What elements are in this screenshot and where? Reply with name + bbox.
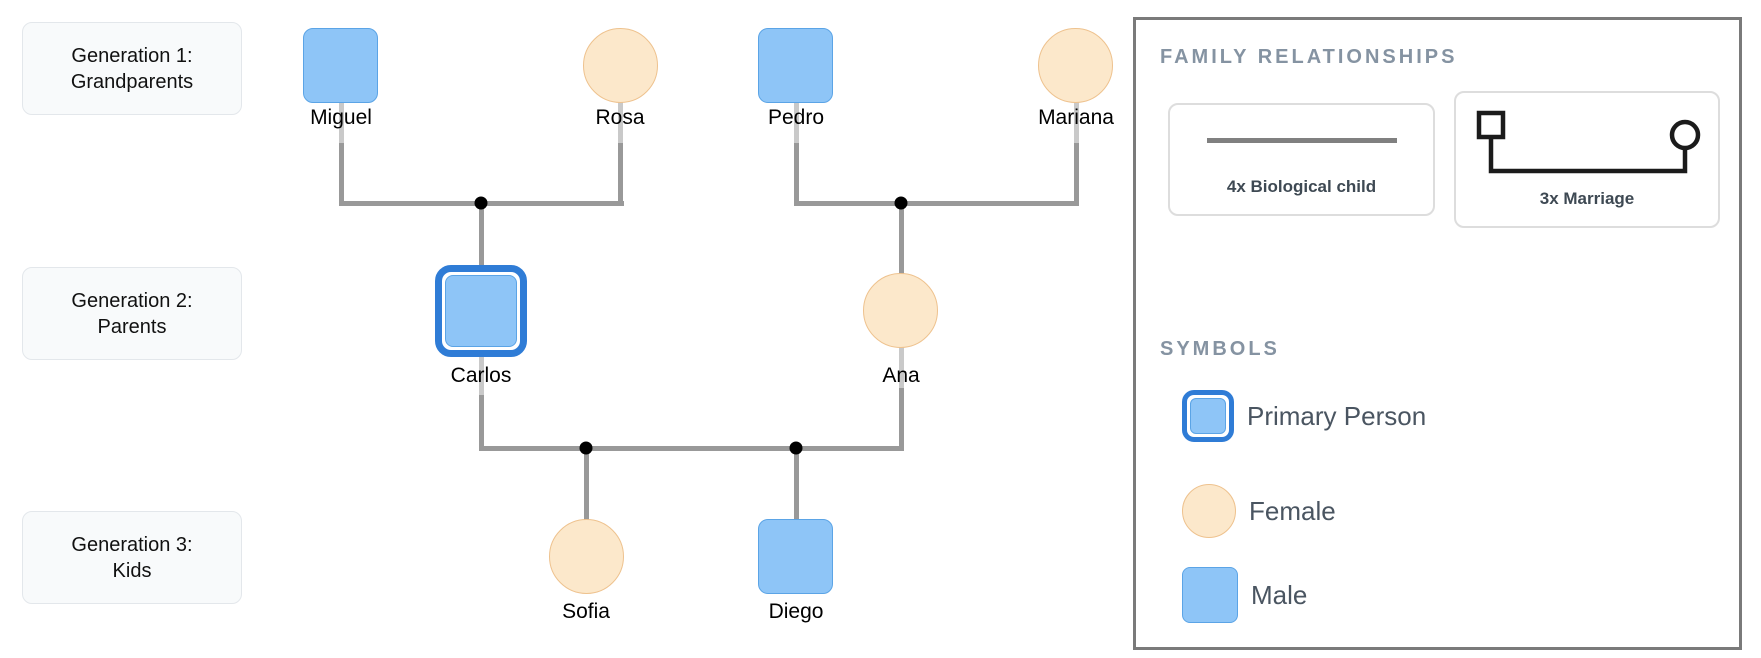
edge-ana-to-bar [898, 388, 904, 450]
person-node-mariana[interactable] [1038, 28, 1113, 103]
generation-1-line2: Grandparents [70, 70, 194, 93]
generation-3-line1: Generation 3: [71, 533, 193, 556]
person-name-diego: Diego [768, 600, 824, 623]
person-name-mariana: Mariana [1038, 106, 1114, 129]
edge-stub-carlos [478, 355, 484, 395]
edge-child-ana [898, 200, 904, 276]
person-node-sofia[interactable] [549, 519, 624, 594]
primary-person-icon-inner [1190, 398, 1226, 434]
legend-row-primary-person: Primary Person [1182, 390, 1426, 442]
generation-2-line1: Generation 2: [71, 289, 193, 312]
person-name-rosa: Rosa [595, 106, 645, 129]
edge-pedro-to-bar [793, 143, 799, 205]
generation-3-label-box: Generation 3: Kids [22, 511, 242, 604]
edge-carlos-to-bar [478, 395, 484, 450]
person-name-carlos: Carlos [450, 364, 512, 387]
person-name-pedro: Pedro [767, 106, 825, 129]
edge-child-sofia [583, 445, 589, 521]
junction-dot-ana [894, 196, 908, 210]
person-name-sofia: Sofia [562, 600, 610, 623]
generation-1-line1: Generation 1: [71, 44, 193, 67]
generation-3-line2: Kids [112, 559, 152, 582]
person-node-diego[interactable] [758, 519, 833, 594]
marriage-bar-carlos-ana [478, 445, 904, 451]
primary-person-label: Primary Person [1247, 400, 1427, 431]
person-node-pedro[interactable] [758, 28, 833, 103]
male-square-icon [1182, 567, 1238, 623]
female-circle-icon [1182, 484, 1236, 538]
biological-child-label: 4x Biological child [1226, 177, 1377, 196]
legend-relationships-heading: FAMILY RELATIONSHIPS [1160, 46, 1458, 68]
primary-person-inner-square [445, 275, 517, 347]
person-node-ana[interactable] [863, 273, 938, 348]
edge-rosa-to-bar [617, 143, 623, 205]
person-name-ana: Ana [882, 364, 920, 387]
person-name-miguel: Miguel [310, 106, 372, 129]
edge-stub-ana [898, 347, 904, 388]
person-node-rosa[interactable] [583, 28, 658, 103]
generation-1-label-box: Generation 1: Grandparents [22, 22, 242, 115]
edge-miguel-to-bar [338, 143, 344, 205]
female-label: Female [1249, 495, 1336, 526]
legend-row-male: Male [1182, 567, 1307, 623]
edge-mariana-to-bar [1073, 143, 1079, 205]
edge-child-carlos [478, 200, 484, 267]
generation-2-line2: Parents [97, 315, 167, 338]
marriage-label: 3x Marriage [1539, 189, 1635, 208]
junction-dot-sofia [579, 441, 593, 455]
junction-dot-carlos [474, 196, 488, 210]
legend-symbols-heading: SYMBOLS [1160, 338, 1280, 360]
edge-stub-mariana [1073, 101, 1079, 143]
legend-card-marriage: 3x Marriage [1454, 91, 1720, 228]
person-node-miguel[interactable] [303, 28, 378, 103]
edge-stub-rosa [617, 101, 623, 143]
junction-dot-diego [789, 441, 803, 455]
biological-child-line-symbol [1206, 138, 1397, 143]
legend-row-female: Female [1182, 484, 1336, 538]
edge-child-diego [793, 445, 799, 521]
legend-panel: FAMILY RELATIONSHIPS 4x Biological child… [1133, 17, 1742, 650]
marriage-bar-pedro-mariana [793, 200, 1079, 206]
male-label: Male [1251, 579, 1308, 610]
edge-stub-miguel [338, 103, 344, 143]
primary-person-icon [1182, 390, 1234, 442]
legend-card-biological-child: 4x Biological child [1168, 103, 1435, 216]
person-node-carlos-primary[interactable] [435, 265, 527, 357]
marriage-connector-icon [1476, 110, 1701, 174]
generation-2-label-box: Generation 2: Parents [22, 267, 242, 360]
edge-stub-pedro [793, 103, 799, 143]
